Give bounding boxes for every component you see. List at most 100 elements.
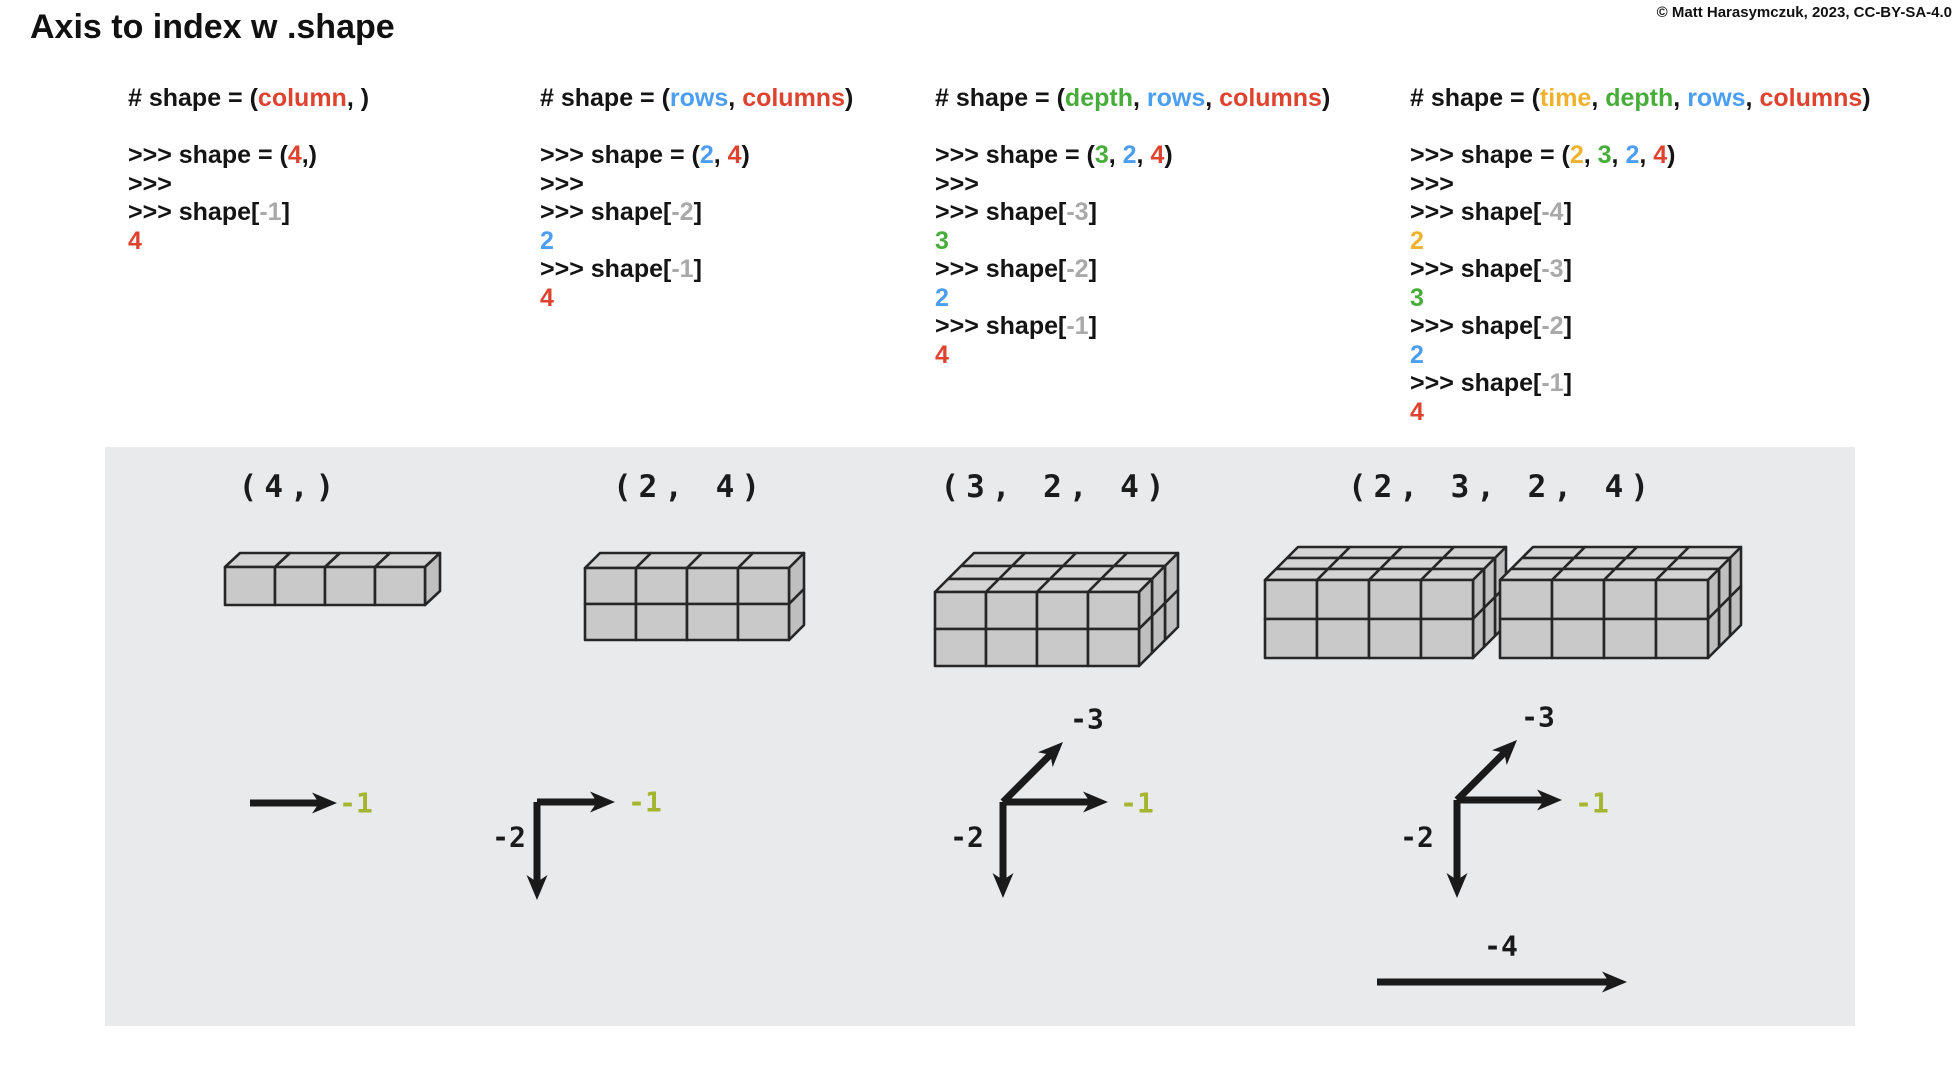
axis-arrow-head (526, 875, 548, 900)
axis-label--3: -3 (1521, 701, 1555, 734)
cube-face (634, 566, 689, 606)
diagram-1: -1 (223, 551, 442, 820)
code-line: 2 (1410, 227, 1871, 256)
code-line: 4 (935, 341, 1330, 370)
cube-face (1550, 617, 1606, 660)
code-token: 2 (1625, 141, 1640, 169)
code-token: 2 (540, 226, 554, 255)
code-token: -1 (1541, 369, 1564, 397)
code-token: -2 (671, 198, 694, 226)
cube-face (685, 602, 740, 642)
code-token: 3 (1597, 141, 1612, 169)
code-token: ] (1563, 255, 1572, 283)
code-token: -1 (1066, 312, 1089, 340)
code-token: 4 (287, 141, 302, 169)
cube-face (223, 565, 277, 607)
code-token: columns (1759, 84, 1863, 112)
code-line: >>> (1410, 170, 1871, 199)
cube-face (1315, 617, 1371, 660)
cube-face (583, 602, 638, 642)
code-token: 4 (1150, 141, 1165, 169)
code-comment: # shape = (depth, rows, columns) (935, 84, 1330, 113)
cube-face (1035, 590, 1090, 631)
copyright: © Matt Harasymczuk, 2023, CC-BY-SA-4.0 (1656, 4, 1952, 21)
code-token: >>> (935, 169, 979, 198)
cube-face (1263, 578, 1319, 621)
code-line: >>> shape[-3] (1410, 255, 1871, 284)
code-token: , (1108, 141, 1123, 169)
axis-arrow-head (1602, 971, 1627, 993)
cube-face (1654, 578, 1710, 621)
code-token: 4 (540, 283, 554, 312)
code-line: >>> shape = (4,) (128, 141, 369, 170)
code-token: , (1132, 84, 1147, 112)
cube-face (1315, 578, 1371, 621)
code-token: >>> shape = ( (935, 141, 1095, 169)
cube-block (1498, 545, 1743, 660)
code-token: -1 (671, 255, 694, 283)
code-token: ] (1088, 255, 1097, 283)
code-token: time (1539, 84, 1592, 112)
code-token: columns (1219, 84, 1322, 112)
code-token: >>> shape = ( (128, 141, 288, 169)
code-token: ,) (301, 141, 318, 169)
cube-face (1086, 627, 1141, 668)
cube-face (1550, 578, 1606, 621)
code-token: depth (1064, 84, 1133, 112)
code-token: -4 (1541, 198, 1564, 226)
code-token: , (1583, 141, 1598, 169)
diagram-shape-label-1: (4,) (238, 469, 342, 505)
diagram-shape-label-2: (2, 4) (613, 469, 767, 505)
code-token: >>> shape[ (1410, 255, 1542, 283)
code-comment: # shape = (column, ) (128, 84, 369, 113)
code-token: ) (1862, 84, 1871, 112)
code-line: >>> shape = (2, 4) (540, 141, 853, 170)
code-token: ) (741, 141, 750, 169)
code-token: >>> shape[ (1410, 198, 1542, 226)
code-line: >>> shape = (3, 2, 4) (935, 141, 1330, 170)
code-line: 3 (935, 227, 1330, 256)
code-token: ) (1164, 141, 1173, 169)
code-token: 4 (128, 226, 142, 255)
code-line: >>> shape[-2] (1410, 312, 1871, 341)
code-token: ) (844, 84, 854, 112)
code-token: 4 (1410, 397, 1424, 426)
axis-arrow-head (1083, 791, 1108, 813)
axis-label--2: -2 (1400, 821, 1434, 854)
cube-face (984, 590, 1039, 631)
code-line: >>> (540, 170, 853, 199)
code-token: 2 (935, 283, 949, 312)
axis-label--4: -4 (1484, 930, 1518, 963)
code-token: -2 (1066, 255, 1089, 283)
code-blank-line (1410, 113, 1871, 142)
code-token: 4 (727, 141, 742, 169)
code-line: >>> (935, 170, 1330, 199)
code-token: -3 (1541, 255, 1564, 283)
cube-face (933, 627, 988, 668)
code-line: >>> shape[-3] (935, 198, 1330, 227)
code-column-3d: # shape = (depth, rows, columns) >>> shap… (935, 84, 1330, 369)
code-token: >>> shape[ (935, 198, 1067, 226)
code-column-1d: # shape = (column, )>>> shape = (4,)>>>>… (128, 84, 369, 255)
code-token: >>> shape = ( (1410, 141, 1570, 169)
axis-label--2: -2 (950, 821, 984, 854)
code-line: >>> shape[-1] (935, 312, 1330, 341)
code-token: ] (281, 198, 290, 226)
code-token: , (728, 84, 743, 112)
cube-block (1263, 545, 1508, 660)
code-token: # shape = ( (128, 84, 258, 112)
cube-face (273, 565, 327, 607)
code-token: ] (693, 255, 702, 283)
code-comment: # shape = (time, depth, rows, columns) (1410, 84, 1871, 113)
code-token: >>> shape[ (935, 255, 1067, 283)
cube-block (583, 551, 806, 642)
code-token: >>> shape[ (935, 312, 1067, 340)
code-line: >>> shape[-2] (540, 198, 853, 227)
code-token: >>> shape = ( (540, 141, 700, 169)
axis-arrow-head (1446, 873, 1468, 898)
code-token: rows (669, 84, 729, 112)
code-token: >>> (1410, 169, 1454, 198)
code-line: >>> shape = (2, 3, 2, 4) (1410, 141, 1871, 170)
diagram-shape-label-3: (3, 2, 4) (940, 469, 1172, 505)
code-blank-line (540, 113, 853, 142)
